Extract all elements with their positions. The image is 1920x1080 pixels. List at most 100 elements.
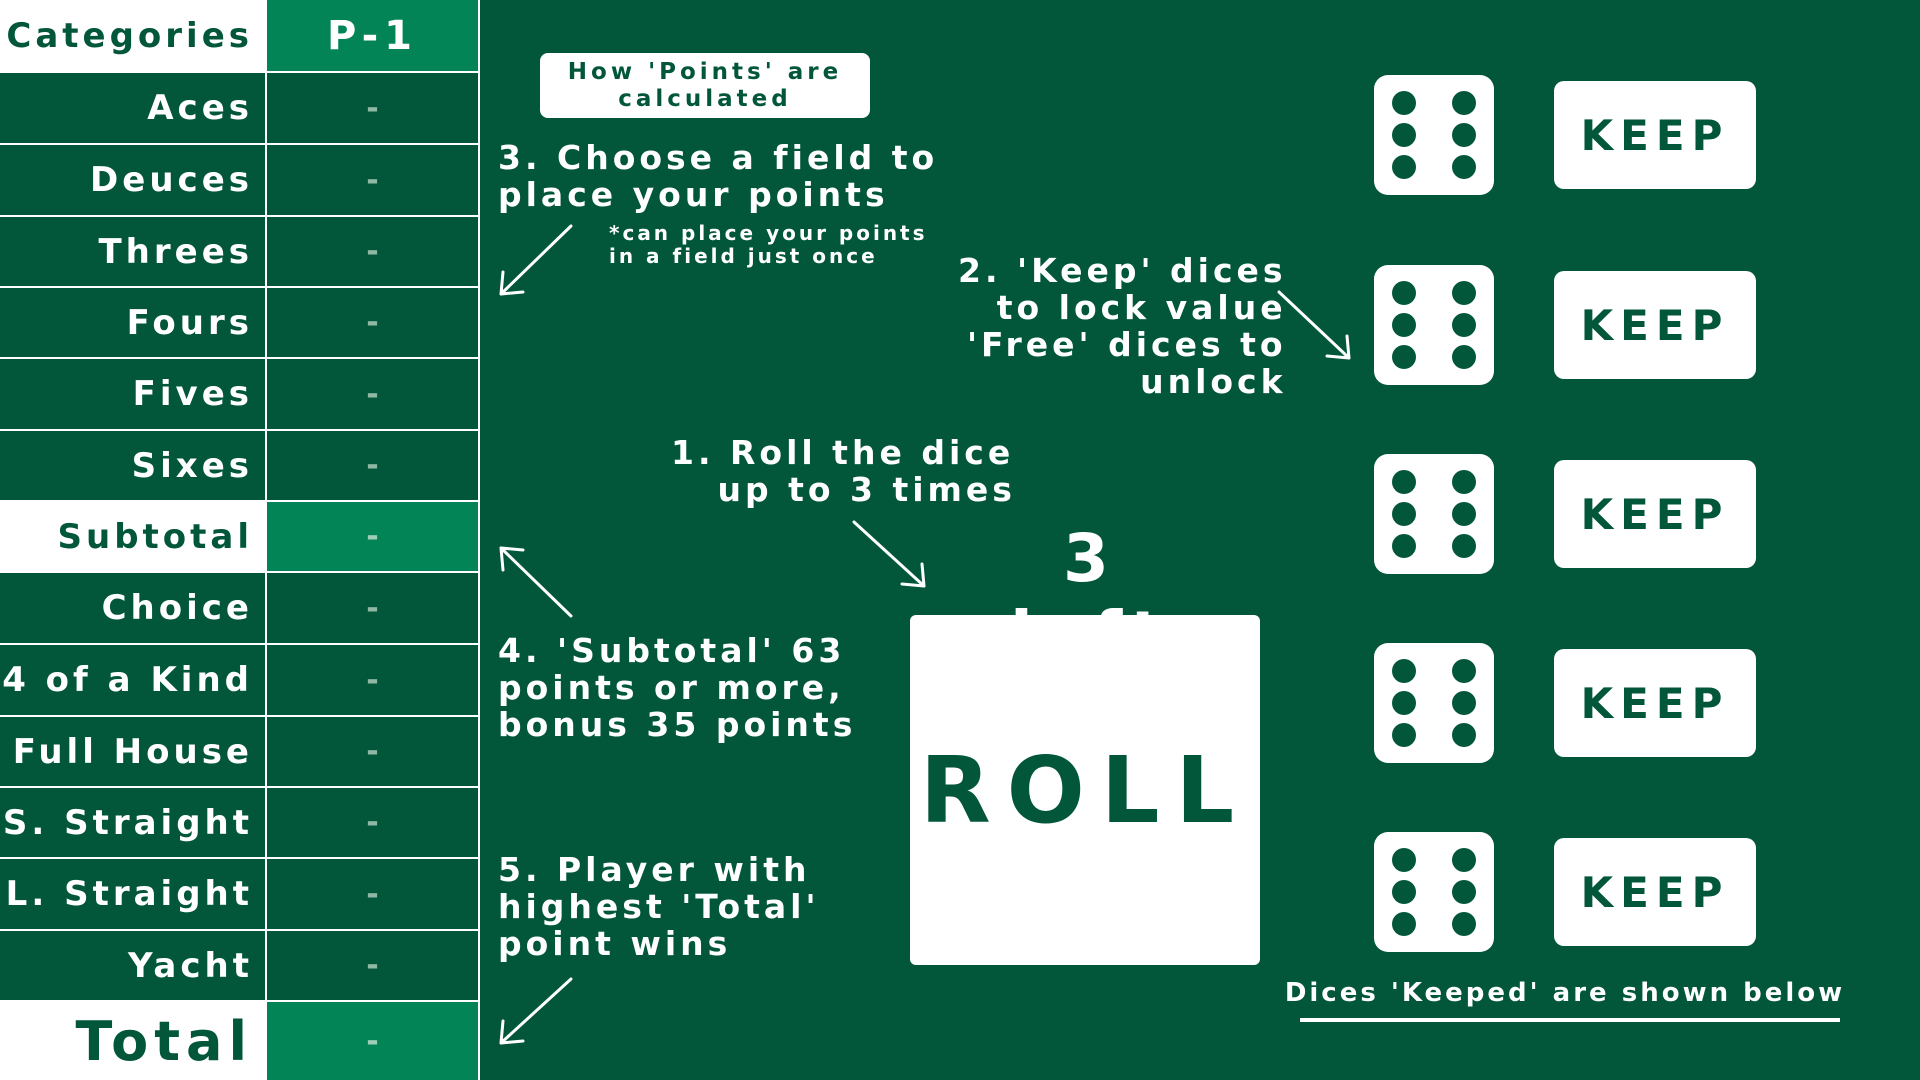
player-header: P-1 (267, 0, 478, 71)
score-row-sixes[interactable]: Sixes - (0, 431, 480, 500)
score-row-deuces[interactable]: Deuces - (0, 145, 480, 215)
category-label: Threes (0, 217, 265, 286)
step-4-text: 4. 'Subtotal' 63 points or more, bonus 3… (498, 631, 857, 744)
subtotal-cell: - (267, 502, 478, 571)
how-points-title: How 'Points' are calculated (540, 53, 870, 118)
score-row-small-straight[interactable]: S. Straight - (0, 788, 480, 857)
score-row-choice[interactable]: Choice - (0, 573, 480, 643)
die-4[interactable] (1374, 643, 1494, 763)
die-pip (1392, 691, 1416, 715)
total-cell: - (267, 1002, 478, 1080)
score-cell[interactable]: - (267, 73, 478, 143)
arrow-down-left-icon (499, 977, 573, 1045)
die-2[interactable] (1374, 265, 1494, 385)
arrow-down-right-icon (1277, 290, 1351, 360)
die-pip (1452, 880, 1476, 904)
category-label: Yacht (0, 931, 265, 1000)
score-cell[interactable]: - (267, 288, 478, 357)
keep-button-4[interactable]: KEEP (1554, 649, 1756, 757)
die-pip (1392, 880, 1416, 904)
keep-button-3[interactable]: KEEP (1554, 460, 1756, 568)
score-row-large-straight[interactable]: L. Straight - (0, 859, 480, 929)
die-1[interactable] (1374, 75, 1494, 195)
die-pip (1452, 723, 1476, 747)
die-pip (1452, 123, 1476, 147)
score-cell[interactable]: - (267, 645, 478, 715)
die-pip (1392, 155, 1416, 179)
score-cell[interactable]: - (267, 717, 478, 786)
category-label: Deuces (0, 145, 265, 215)
die-pip (1392, 281, 1416, 305)
arrow-down-left-icon (499, 224, 573, 296)
die-3[interactable] (1374, 454, 1494, 574)
category-label: S. Straight (0, 788, 265, 857)
category-label: Choice (0, 573, 265, 643)
score-row-four-of-a-kind[interactable]: 4 of a Kind - (0, 645, 480, 715)
score-table: Categories P-1 Aces - Deuces - Threes - … (0, 0, 480, 1080)
score-cell[interactable]: - (267, 431, 478, 500)
die-pip (1452, 91, 1476, 115)
keeped-divider (1300, 1018, 1840, 1022)
category-label: Fours (0, 288, 265, 357)
score-row-fives[interactable]: Fives - (0, 359, 480, 429)
score-row-total: Total - (0, 1002, 480, 1080)
category-label: Fives (0, 359, 265, 429)
score-cell[interactable]: - (267, 573, 478, 643)
keeped-caption: Dices 'Keeped' are shown below (1284, 978, 1846, 1008)
score-cell[interactable]: - (267, 145, 478, 215)
category-label: Sixes (0, 431, 265, 500)
die-5[interactable] (1374, 832, 1494, 952)
die-pip (1452, 912, 1476, 936)
die-pip (1452, 281, 1476, 305)
category-label: Full House (0, 717, 265, 786)
category-label: 4 of a Kind (0, 645, 265, 715)
keep-button-5[interactable]: KEEP (1554, 838, 1756, 946)
score-row-threes[interactable]: Threes - (0, 217, 480, 286)
die-pip (1452, 155, 1476, 179)
die-pip (1392, 534, 1416, 558)
score-cell[interactable]: - (267, 788, 478, 857)
die-pip (1392, 848, 1416, 872)
score-cell[interactable]: - (267, 359, 478, 429)
score-row-fours[interactable]: Fours - (0, 288, 480, 357)
score-row-aces[interactable]: Aces - (0, 73, 480, 143)
die-pip (1392, 123, 1416, 147)
score-cell[interactable]: - (267, 931, 478, 1000)
score-row-subtotal: Subtotal - (0, 502, 480, 571)
score-cell[interactable]: - (267, 217, 478, 286)
die-pip (1392, 502, 1416, 526)
category-label: Total (0, 1002, 265, 1080)
die-pip (1392, 470, 1416, 494)
die-pip (1452, 502, 1476, 526)
keep-button-2[interactable]: KEEP (1554, 271, 1756, 379)
die-pip (1392, 313, 1416, 337)
die-pip (1392, 91, 1416, 115)
category-label: Subtotal (0, 502, 265, 571)
die-pip (1392, 912, 1416, 936)
score-cell[interactable]: - (267, 859, 478, 929)
category-label: L. Straight (0, 859, 265, 929)
die-pip (1452, 470, 1476, 494)
step-3-note: *can place your points in a field just o… (609, 221, 928, 268)
die-pip (1452, 659, 1476, 683)
category-label: Aces (0, 73, 265, 143)
step-2-text: 2. 'Keep' dices to lock value 'Free' dic… (958, 251, 1287, 401)
die-pip (1392, 723, 1416, 747)
keep-button-1[interactable]: KEEP (1554, 81, 1756, 189)
roll-button[interactable]: ROLL (910, 615, 1260, 965)
score-row-yacht[interactable]: Yacht - (0, 931, 480, 1000)
die-pip (1452, 313, 1476, 337)
die-pip (1392, 659, 1416, 683)
die-pip (1452, 534, 1476, 558)
step-5-text: 5. Player with highest 'Total' point win… (498, 850, 820, 963)
die-pip (1452, 345, 1476, 369)
step-3-text: 3. Choose a field to place your points (498, 138, 939, 214)
score-row-full-house[interactable]: Full House - (0, 717, 480, 786)
die-pip (1392, 345, 1416, 369)
die-pip (1452, 848, 1476, 872)
arrow-up-left-icon (499, 546, 573, 618)
die-pip (1452, 691, 1476, 715)
score-table-header: Categories P-1 (0, 0, 480, 71)
arrow-down-right-icon (852, 520, 926, 588)
categories-header: Categories (0, 0, 265, 71)
